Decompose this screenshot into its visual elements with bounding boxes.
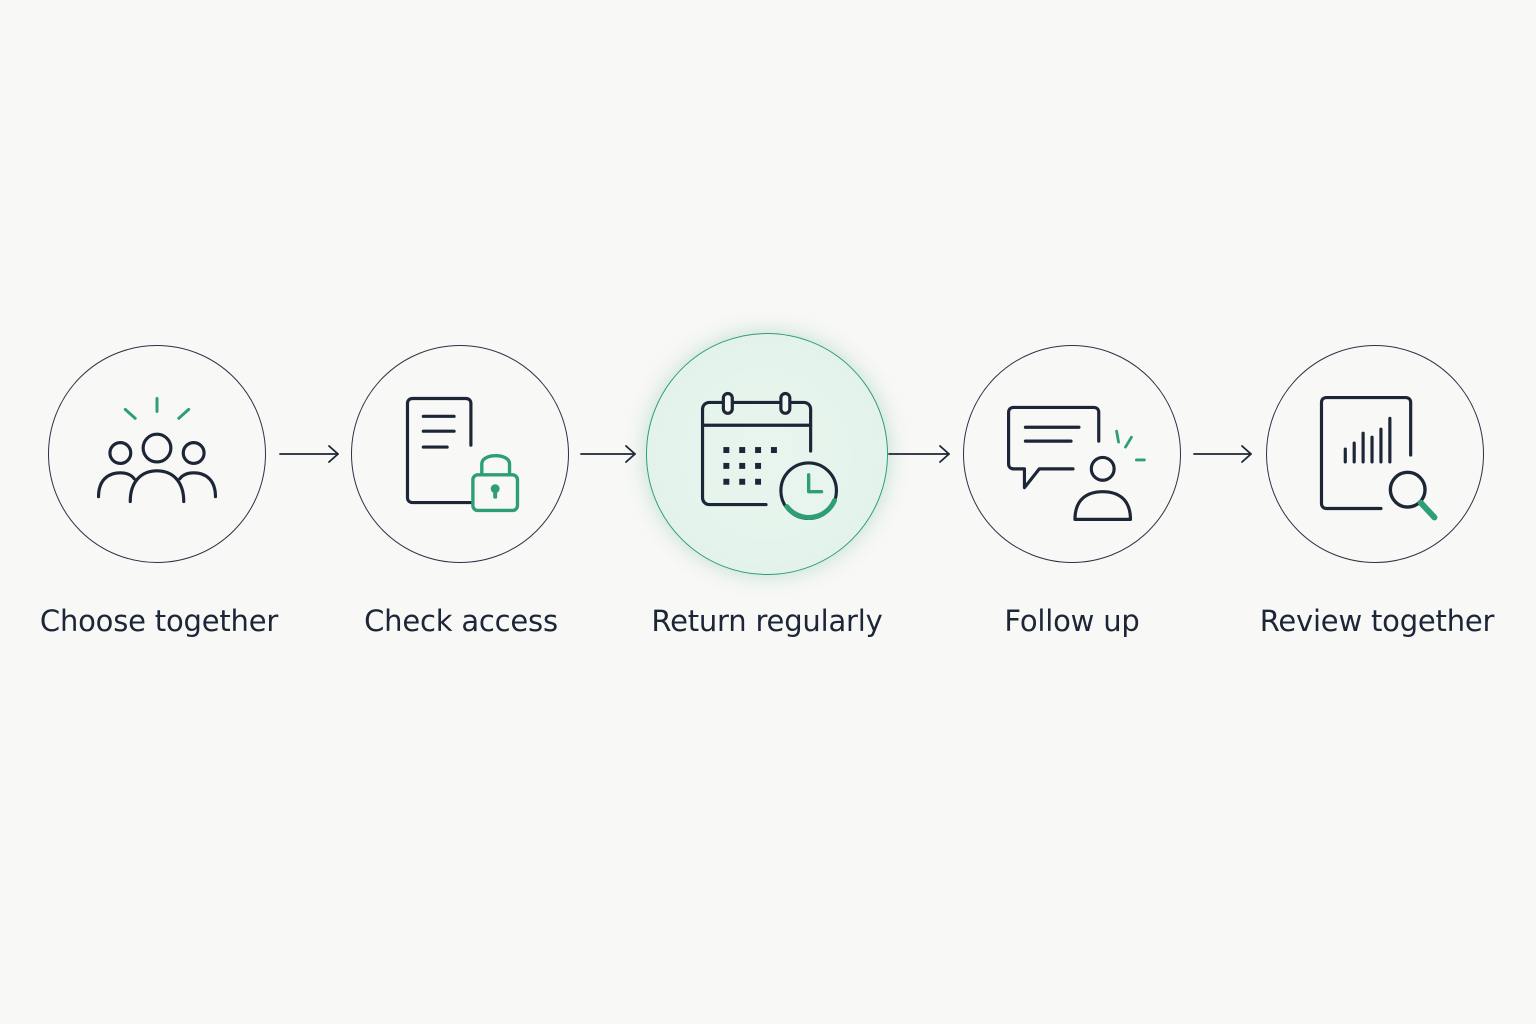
step-check-access [351,345,569,563]
step-label: Review together [1259,604,1495,638]
step-follow-up [963,345,1181,563]
step-label: Choose together [39,604,279,638]
step-choose-together [48,345,266,563]
report-search-icon [1319,395,1438,521]
arrow-connector [580,442,644,466]
step-label: Follow up [1004,604,1140,638]
people-group-icon [96,397,218,504]
step-label: Return regularly [651,604,883,638]
arrow-connector [888,442,952,466]
arrow-connector [279,442,343,466]
step-return-regularly [646,333,888,575]
calendar-clock-icon [700,391,839,521]
step-label: Check access [364,604,558,638]
step-review-together [1266,345,1484,563]
document-lock-icon [405,396,520,513]
arrow-connector [1193,442,1257,466]
chat-person-icon [1007,405,1146,521]
